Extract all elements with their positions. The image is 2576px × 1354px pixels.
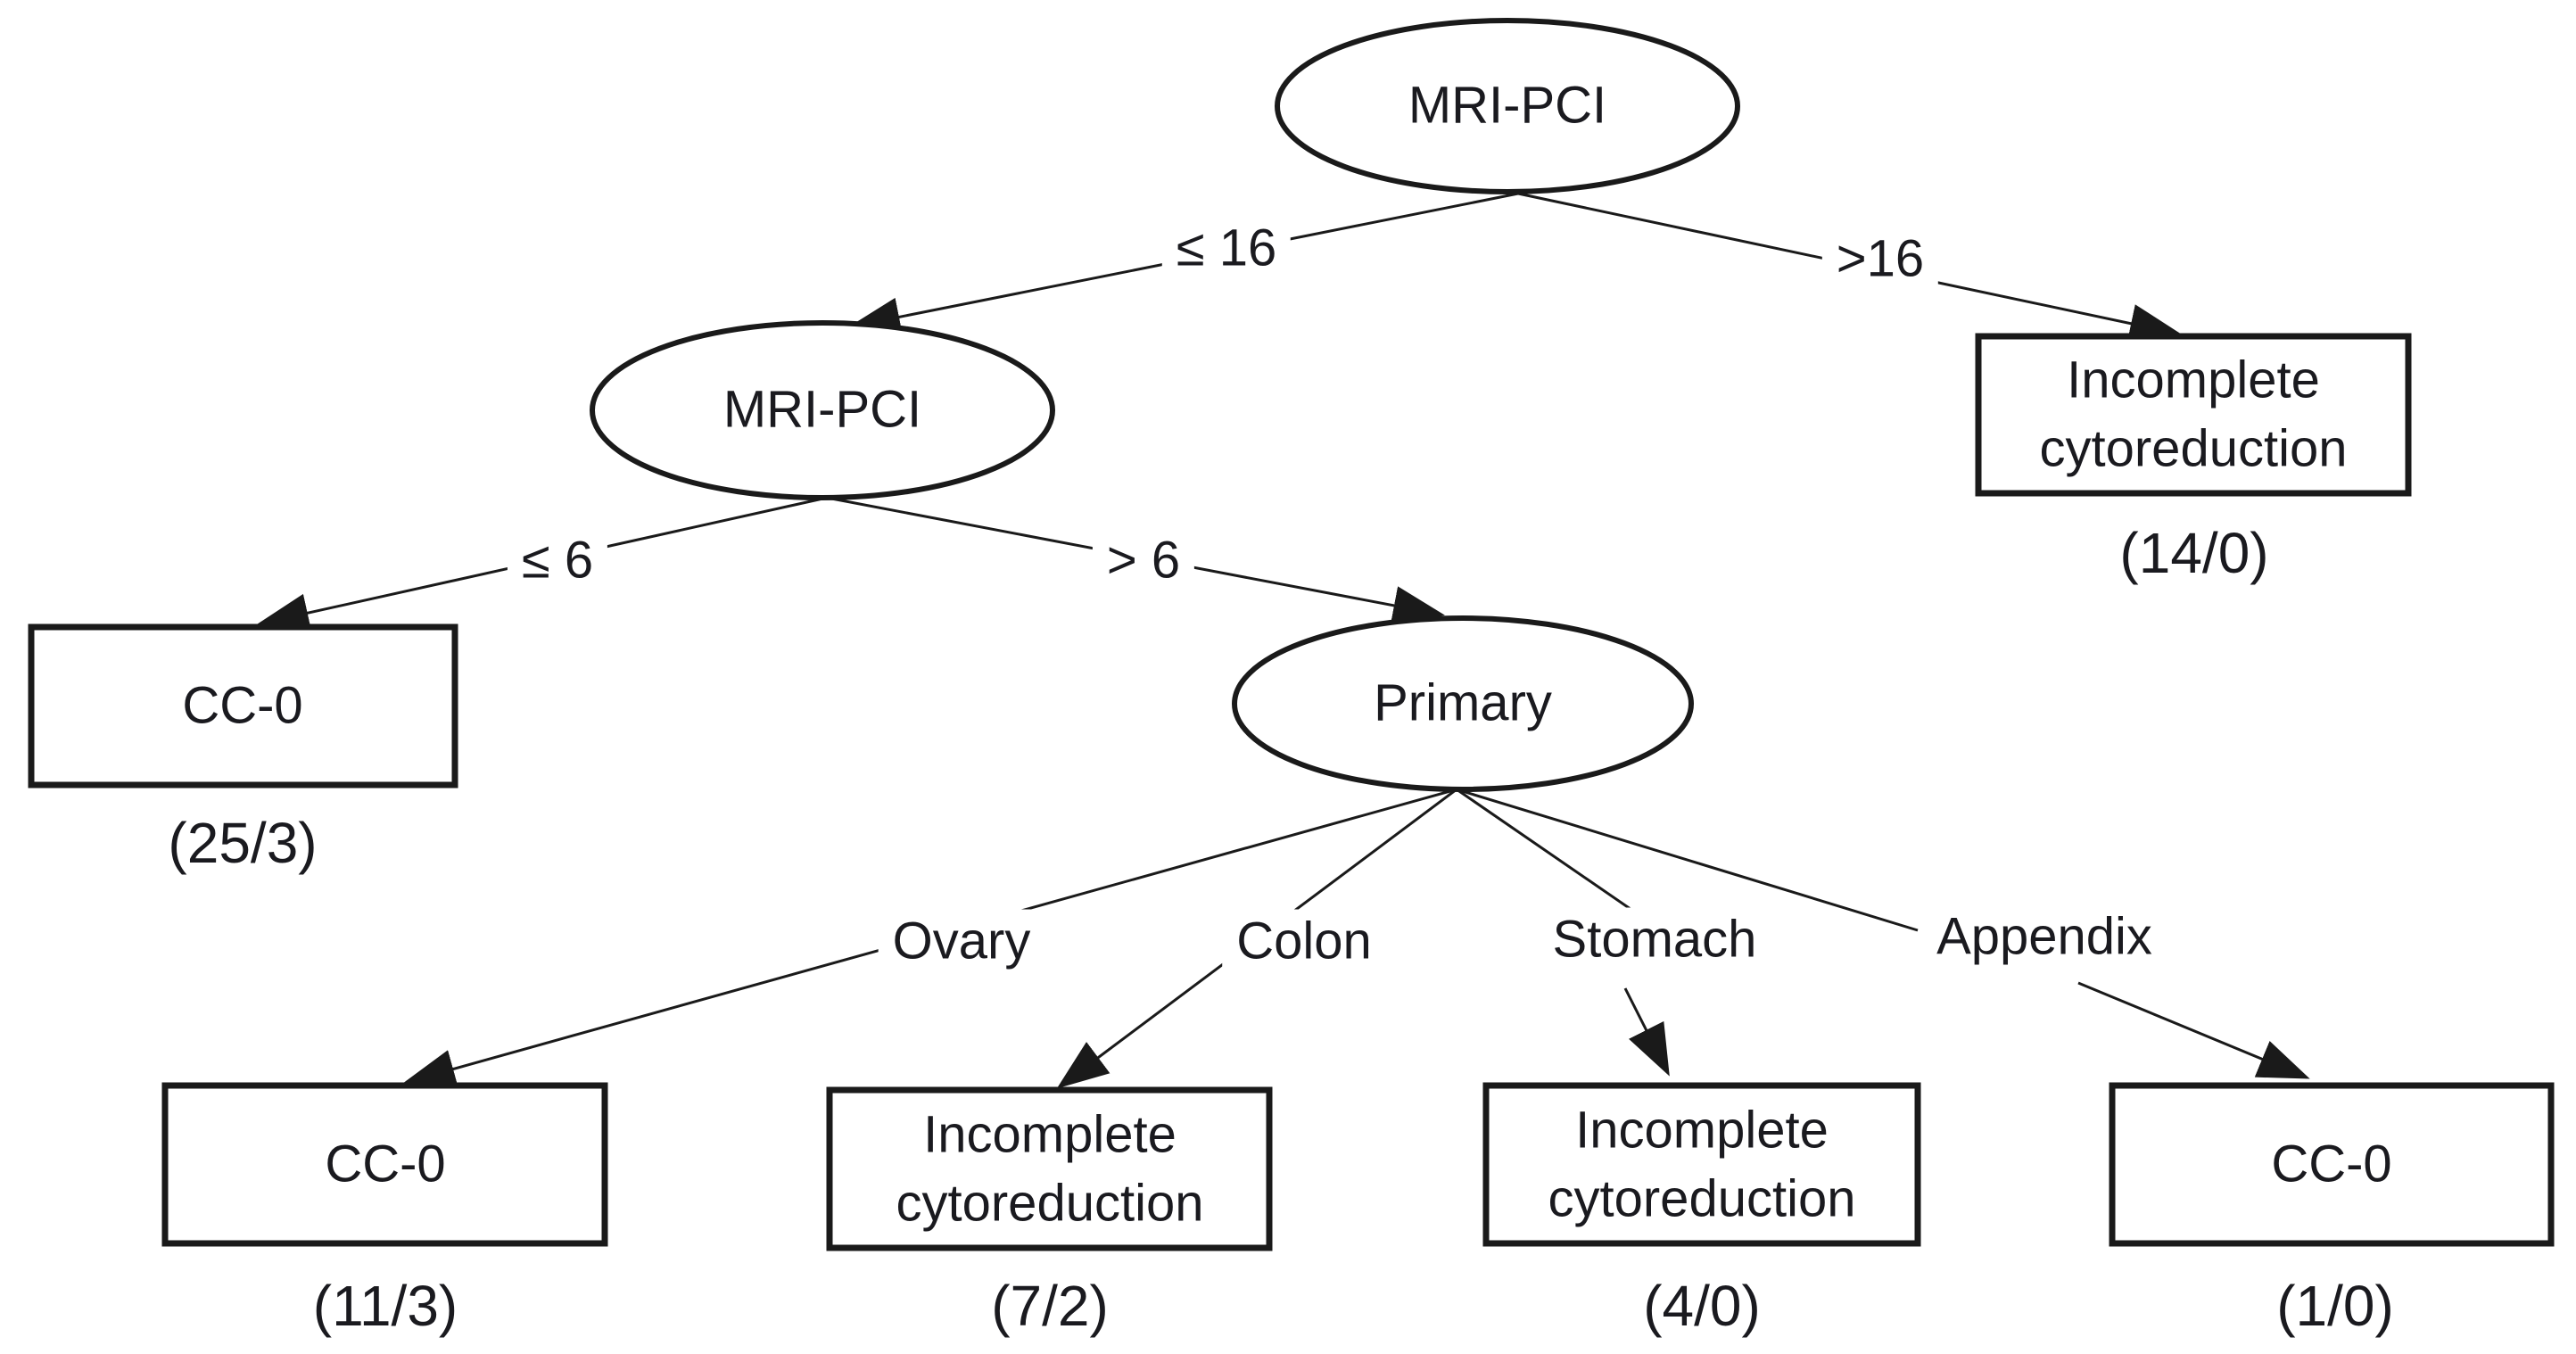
- edge-primary-to-appendix-arrow: [2077, 981, 2310, 1079]
- outcome-pci-high-label: Incomplete cytoreduction: [2039, 351, 2348, 477]
- node-primary-label: Primary: [1374, 673, 1552, 732]
- edge-label-gt6: > 6: [1092, 528, 1195, 592]
- edge-label-appendix: Appendix: [1922, 904, 2167, 969]
- count-pci-high: (14/0): [2119, 521, 2269, 585]
- edge-label-gt16: >16: [1821, 227, 1939, 291]
- node-primary-ellipse: [1232, 615, 1694, 792]
- node-ovary-outcome-box: [161, 1082, 608, 1247]
- edge-primary-to-stomach-arrow: [1623, 987, 1670, 1077]
- count-appendix: (1/0): [2276, 1274, 2394, 1338]
- outcome-colon-label: Incomplete cytoreduction: [896, 1105, 1204, 1232]
- outcome-pci-low-label: CC-0: [182, 676, 303, 735]
- node-incomplete-right-box: [1975, 333, 2412, 497]
- edge-label-le6: ≤ 6: [507, 528, 608, 592]
- outcome-ovary-label: CC-0: [325, 1135, 446, 1193]
- count-colon: (7/2): [991, 1274, 1109, 1338]
- outcome-stomach-label: Incomplete cytoreduction: [1548, 1101, 1856, 1227]
- edge-primary-to-appendix-upper-line: [1456, 788, 1919, 932]
- edge-label-le16: ≤ 16: [1161, 216, 1292, 280]
- node-root-label: MRI-PCI: [1408, 76, 1607, 135]
- node-mid-label: MRI-PCI: [722, 380, 922, 439]
- edge-label-colon: Colon: [1222, 909, 1386, 973]
- outcome-appendix-label: CC-0: [2271, 1135, 2392, 1193]
- node-colon-outcome-box: [826, 1086, 1273, 1251]
- count-stomach: (4/0): [1643, 1274, 1761, 1338]
- edge-label-stomach: Stomach: [1538, 907, 1771, 971]
- edge-primary-to-stomach-upper-line: [1456, 788, 1640, 917]
- edge-label-ovary: Ovary: [878, 909, 1045, 973]
- node-cc0-left-box: [28, 623, 458, 788]
- count-pci-low: (25/3): [168, 811, 318, 875]
- count-ovary: (11/3): [312, 1274, 458, 1338]
- node-mid-ellipse: [590, 320, 1055, 500]
- node-stomach-outcome-box: [1482, 1082, 1921, 1247]
- node-appendix-outcome-box: [2109, 1082, 2555, 1247]
- node-root-ellipse: [1275, 18, 1740, 194]
